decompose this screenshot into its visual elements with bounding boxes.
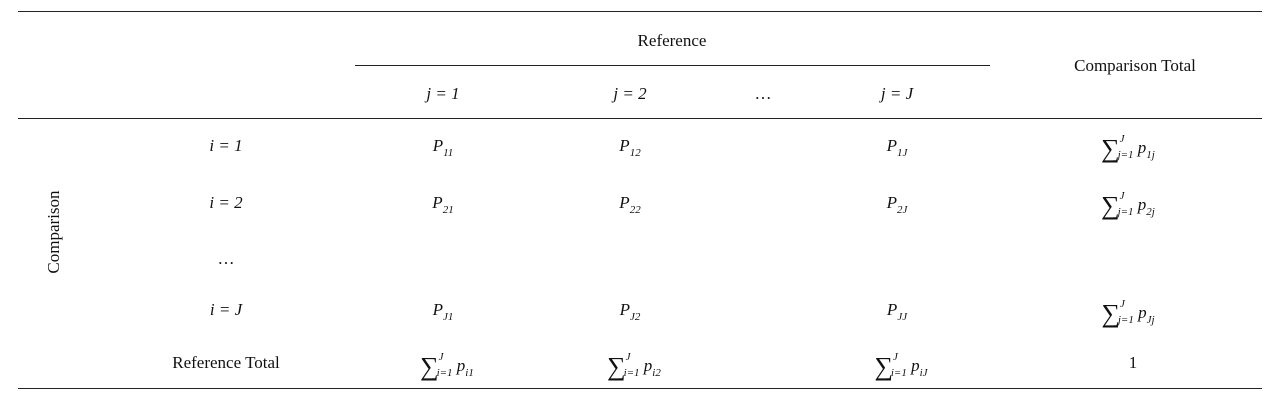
cell-p2j: P2J	[886, 193, 908, 216]
row-label-ellipsis: …	[217, 249, 235, 268]
cell-p11: P11	[432, 136, 454, 159]
reference-total-label: Reference Total	[172, 353, 280, 372]
comparison-total-header: Comparison Total	[1074, 56, 1196, 75]
comparison-side-label: Comparison	[44, 190, 63, 274]
col-header-1: j = 1	[426, 84, 460, 103]
cell-p1j: P1J	[886, 136, 908, 159]
row-label-1: i = 1	[209, 136, 243, 155]
row-label-2: i = 2	[209, 193, 243, 212]
cell-pj1: PJ1	[432, 300, 454, 323]
col-header-j: j = J	[880, 84, 914, 103]
cell-pjj: PJJ	[886, 300, 908, 323]
comparison-total-row-j: ∑Jj=1 pJj	[1101, 298, 1155, 328]
reference-total-col-2: ∑Ji=1 pi2	[607, 351, 661, 381]
comparison-total-row-2: ∑Jj=1 p2j	[1101, 190, 1155, 220]
reference-total-col-1: ∑Ji=1 pi1	[420, 351, 474, 381]
bottom-rule	[18, 388, 1262, 389]
col-header-ellipsis: …	[754, 84, 772, 103]
reference-underline	[355, 65, 990, 66]
comparison-total-row-1: ∑Jj=1 p1j	[1101, 133, 1155, 163]
header-bottom-rule	[18, 118, 1262, 119]
cell-p12: P12	[619, 136, 641, 159]
cell-p22: P22	[619, 193, 641, 216]
top-rule	[18, 11, 1262, 12]
row-label-j: i = J	[209, 300, 243, 319]
reference-header: Reference	[637, 31, 707, 50]
cell-p21: P21	[432, 193, 454, 216]
cell-pj2: PJ2	[619, 300, 641, 323]
reference-total-col-j: ∑Ji=1 piJ	[874, 351, 928, 381]
col-header-2: j = 2	[613, 84, 647, 103]
grand-total: 1	[1128, 353, 1138, 372]
